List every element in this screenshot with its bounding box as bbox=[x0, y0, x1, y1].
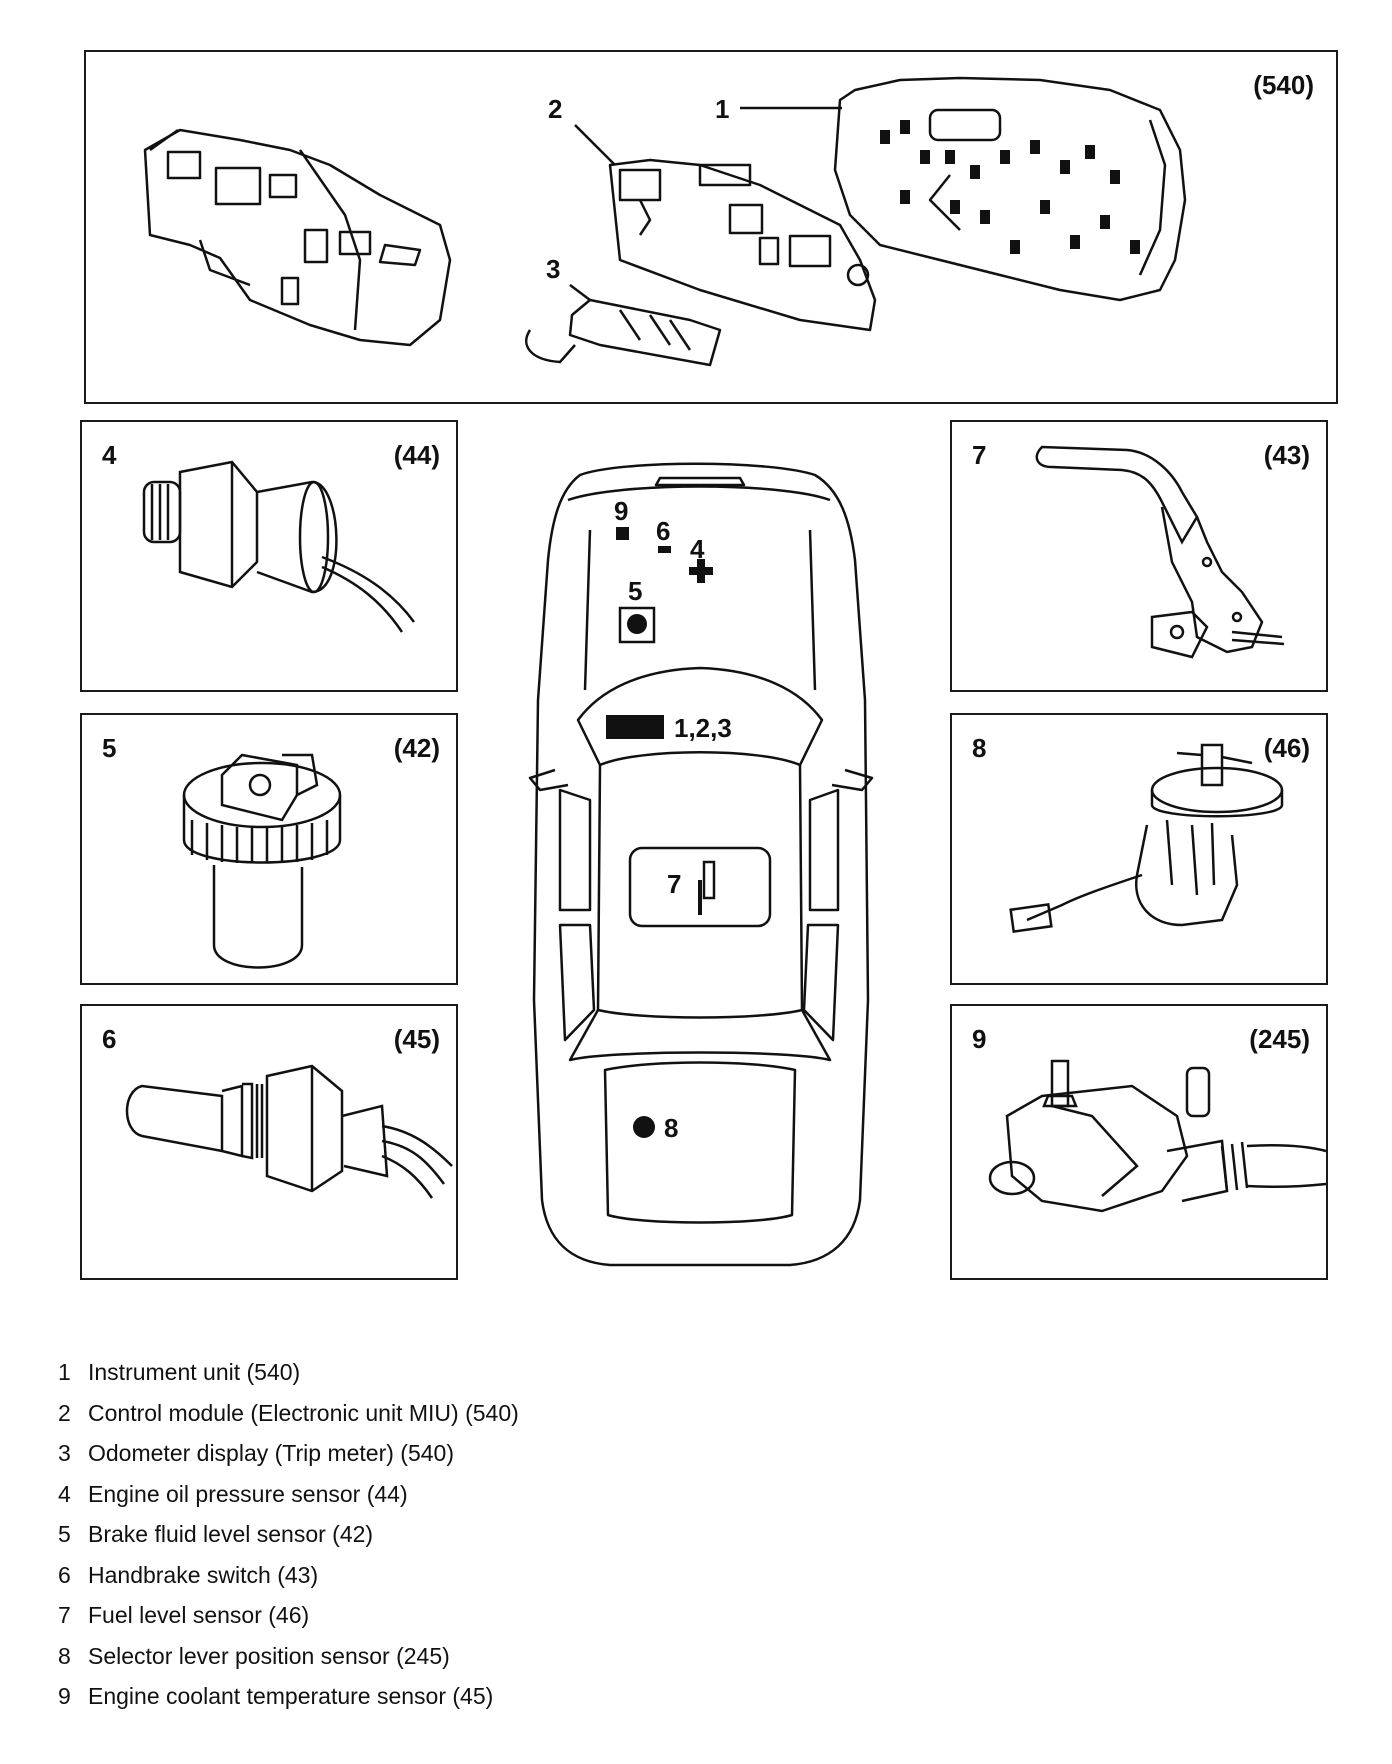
panel-6: 6 (45) bbox=[80, 1004, 458, 1280]
car-top-view: 9 6 4 5 1,2,3 7 8 bbox=[528, 462, 874, 1267]
panel-7: 7 (43) bbox=[950, 420, 1328, 692]
selector-lever-sensor-drawing bbox=[988, 1059, 1327, 1213]
callout-2: 2 bbox=[548, 94, 562, 124]
brake-fluid-sensor-drawing bbox=[182, 753, 342, 969]
panel-number: 5 bbox=[102, 733, 117, 763]
panel-9: 9 (245) bbox=[950, 1004, 1328, 1280]
fuel-level-sensor-drawing bbox=[1009, 743, 1284, 933]
oil-pressure-sensor-drawing bbox=[142, 460, 416, 633]
car-label-7: 7 bbox=[667, 869, 681, 899]
callout-3: 3 bbox=[546, 254, 560, 284]
panel-number: 7 bbox=[972, 440, 987, 470]
car-label-8: 8 bbox=[664, 1113, 678, 1143]
car-label-5: 5 bbox=[628, 576, 642, 606]
panel-code: (45) bbox=[393, 1024, 440, 1054]
panel-number: 6 bbox=[102, 1024, 117, 1054]
handbrake-switch-drawing bbox=[1035, 445, 1285, 659]
car-label-4: 4 bbox=[690, 534, 705, 564]
panel-code: (46) bbox=[1263, 733, 1310, 763]
car-label-6: 6 bbox=[656, 516, 670, 546]
panel-code: (245) bbox=[1249, 1024, 1310, 1054]
panel-8: 8 (46) bbox=[950, 713, 1328, 985]
instrument-cluster-illustration: 1 2 3 bbox=[143, 76, 1187, 367]
panel-code: (42) bbox=[393, 733, 440, 763]
panel-number: 9 bbox=[972, 1024, 987, 1054]
panel-4: 4 (44) bbox=[80, 420, 458, 692]
panel-number: 4 bbox=[102, 440, 117, 470]
car-label-1-2-3: 1,2,3 bbox=[674, 713, 732, 743]
coolant-temperature-sensor-drawing bbox=[125, 1064, 453, 1199]
panel-number: 8 bbox=[972, 733, 987, 763]
panel-code: (43) bbox=[1263, 440, 1310, 470]
car-label-9: 9 bbox=[614, 496, 628, 526]
instrument-cluster-panel: (540) bbox=[84, 50, 1338, 404]
panel-code: (44) bbox=[393, 440, 440, 470]
panel-5: 5 (42) bbox=[80, 713, 458, 985]
callout-1: 1 bbox=[715, 94, 729, 124]
panel-code: (540) bbox=[1253, 70, 1314, 100]
